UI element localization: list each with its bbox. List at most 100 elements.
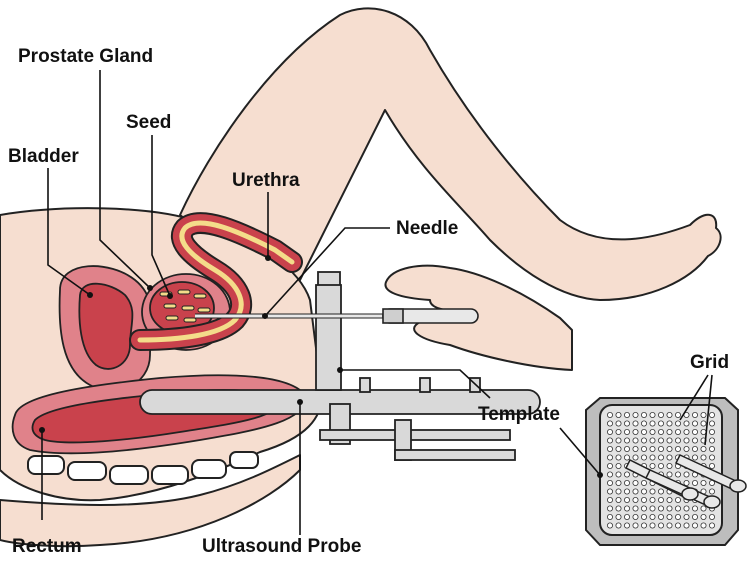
grid-hole [607, 445, 614, 452]
grid-hole [624, 488, 631, 495]
grid-hole [675, 428, 682, 435]
grid-needles [624, 454, 747, 509]
grid-hole [649, 437, 656, 444]
grid-hole [709, 437, 716, 444]
grid-hole [675, 514, 682, 521]
grid-hole [607, 462, 614, 469]
grid-hole [641, 522, 648, 529]
grid-hole [666, 437, 673, 444]
grid-hole [700, 522, 707, 529]
grid-hole [683, 445, 690, 452]
leader-grid-1 [679, 374, 709, 421]
grid-hole [615, 445, 622, 452]
label-bladder: Bladder [8, 146, 79, 167]
grid-holes [607, 411, 716, 529]
grid-hole [658, 437, 665, 444]
leader-bladder [47, 168, 91, 296]
grid-hole [641, 505, 648, 512]
label-rectum: Rectum [12, 536, 82, 557]
grid-hole [683, 514, 690, 521]
raised-leg [179, 7, 722, 301]
leader-seed [151, 135, 171, 297]
grid-hole [692, 514, 699, 521]
grid-hole [649, 496, 656, 503]
grid-hole [632, 420, 639, 427]
grid-hole [641, 514, 648, 521]
grid-hole [615, 454, 622, 461]
grid-hole [700, 505, 707, 512]
grid-hole [641, 411, 648, 418]
grid-hole [615, 411, 622, 418]
grid-hole [624, 437, 631, 444]
grid-hole [666, 514, 673, 521]
label-ultrasound-probe: Ultrasound Probe [202, 536, 361, 557]
grid-hole [709, 428, 716, 435]
bladder [58, 265, 153, 392]
grid-hole [649, 488, 656, 495]
grid-hole [658, 505, 665, 512]
grid-template-inset [585, 397, 747, 546]
grid-hole [658, 454, 665, 461]
grid-hole [666, 462, 673, 469]
grid-hole [649, 454, 656, 461]
grid-hole [675, 505, 682, 512]
grid-hole [624, 496, 631, 503]
grid-hole [649, 428, 656, 435]
grid-hole [624, 514, 631, 521]
grid-hole [658, 445, 665, 452]
grid-hole [709, 420, 716, 427]
grid-hole [641, 479, 648, 486]
grid-hole [683, 522, 690, 529]
grid-hole [632, 488, 639, 495]
grid-hole [615, 488, 622, 495]
grid-hole [658, 514, 665, 521]
grid-hole [666, 428, 673, 435]
grid-hole [641, 428, 648, 435]
grid-hole [624, 522, 631, 529]
grid-hole [649, 505, 656, 512]
grid-hole [675, 445, 682, 452]
grid-hole [692, 437, 699, 444]
grid-hole [624, 471, 631, 478]
grid-hole [666, 496, 673, 503]
grid-hole [641, 488, 648, 495]
grid-hole [607, 496, 614, 503]
grid-hole [632, 445, 639, 452]
grid-hole [709, 454, 716, 461]
grid-hole [607, 420, 614, 427]
grid-hole [675, 411, 682, 418]
urethra [129, 212, 303, 351]
grid-hole [700, 454, 707, 461]
grid-hole [692, 411, 699, 418]
grid-hole [607, 454, 614, 461]
grid-hole [683, 505, 690, 512]
grid-hole [607, 505, 614, 512]
grid-hole [615, 479, 622, 486]
label-prostate-gland: Prostate Gland [18, 46, 153, 67]
grid-hole [649, 420, 656, 427]
grid-hole [615, 471, 622, 478]
grid-hole [607, 471, 614, 478]
grid-hole [709, 514, 716, 521]
grid-hole [683, 471, 690, 478]
grid-hole [658, 522, 665, 529]
grid-hole [649, 522, 656, 529]
label-template: Template [478, 404, 560, 425]
leader-grid-2 [704, 374, 713, 446]
template-plate [315, 271, 342, 391]
grid-hole [692, 479, 699, 486]
grid-hole [700, 420, 707, 427]
grid-hole [632, 428, 639, 435]
leader-dots [39, 255, 603, 478]
grid-hole [649, 445, 656, 452]
grid-hole [709, 445, 716, 452]
grid-hole [675, 522, 682, 529]
grid-hole [607, 411, 614, 418]
grid-hole [649, 514, 656, 521]
grid-hole [624, 445, 631, 452]
grid-hole [666, 471, 673, 478]
grid-hole [615, 496, 622, 503]
grid-hole [675, 496, 682, 503]
grid-hole [624, 420, 631, 427]
label-urethra: Urethra [232, 170, 300, 191]
